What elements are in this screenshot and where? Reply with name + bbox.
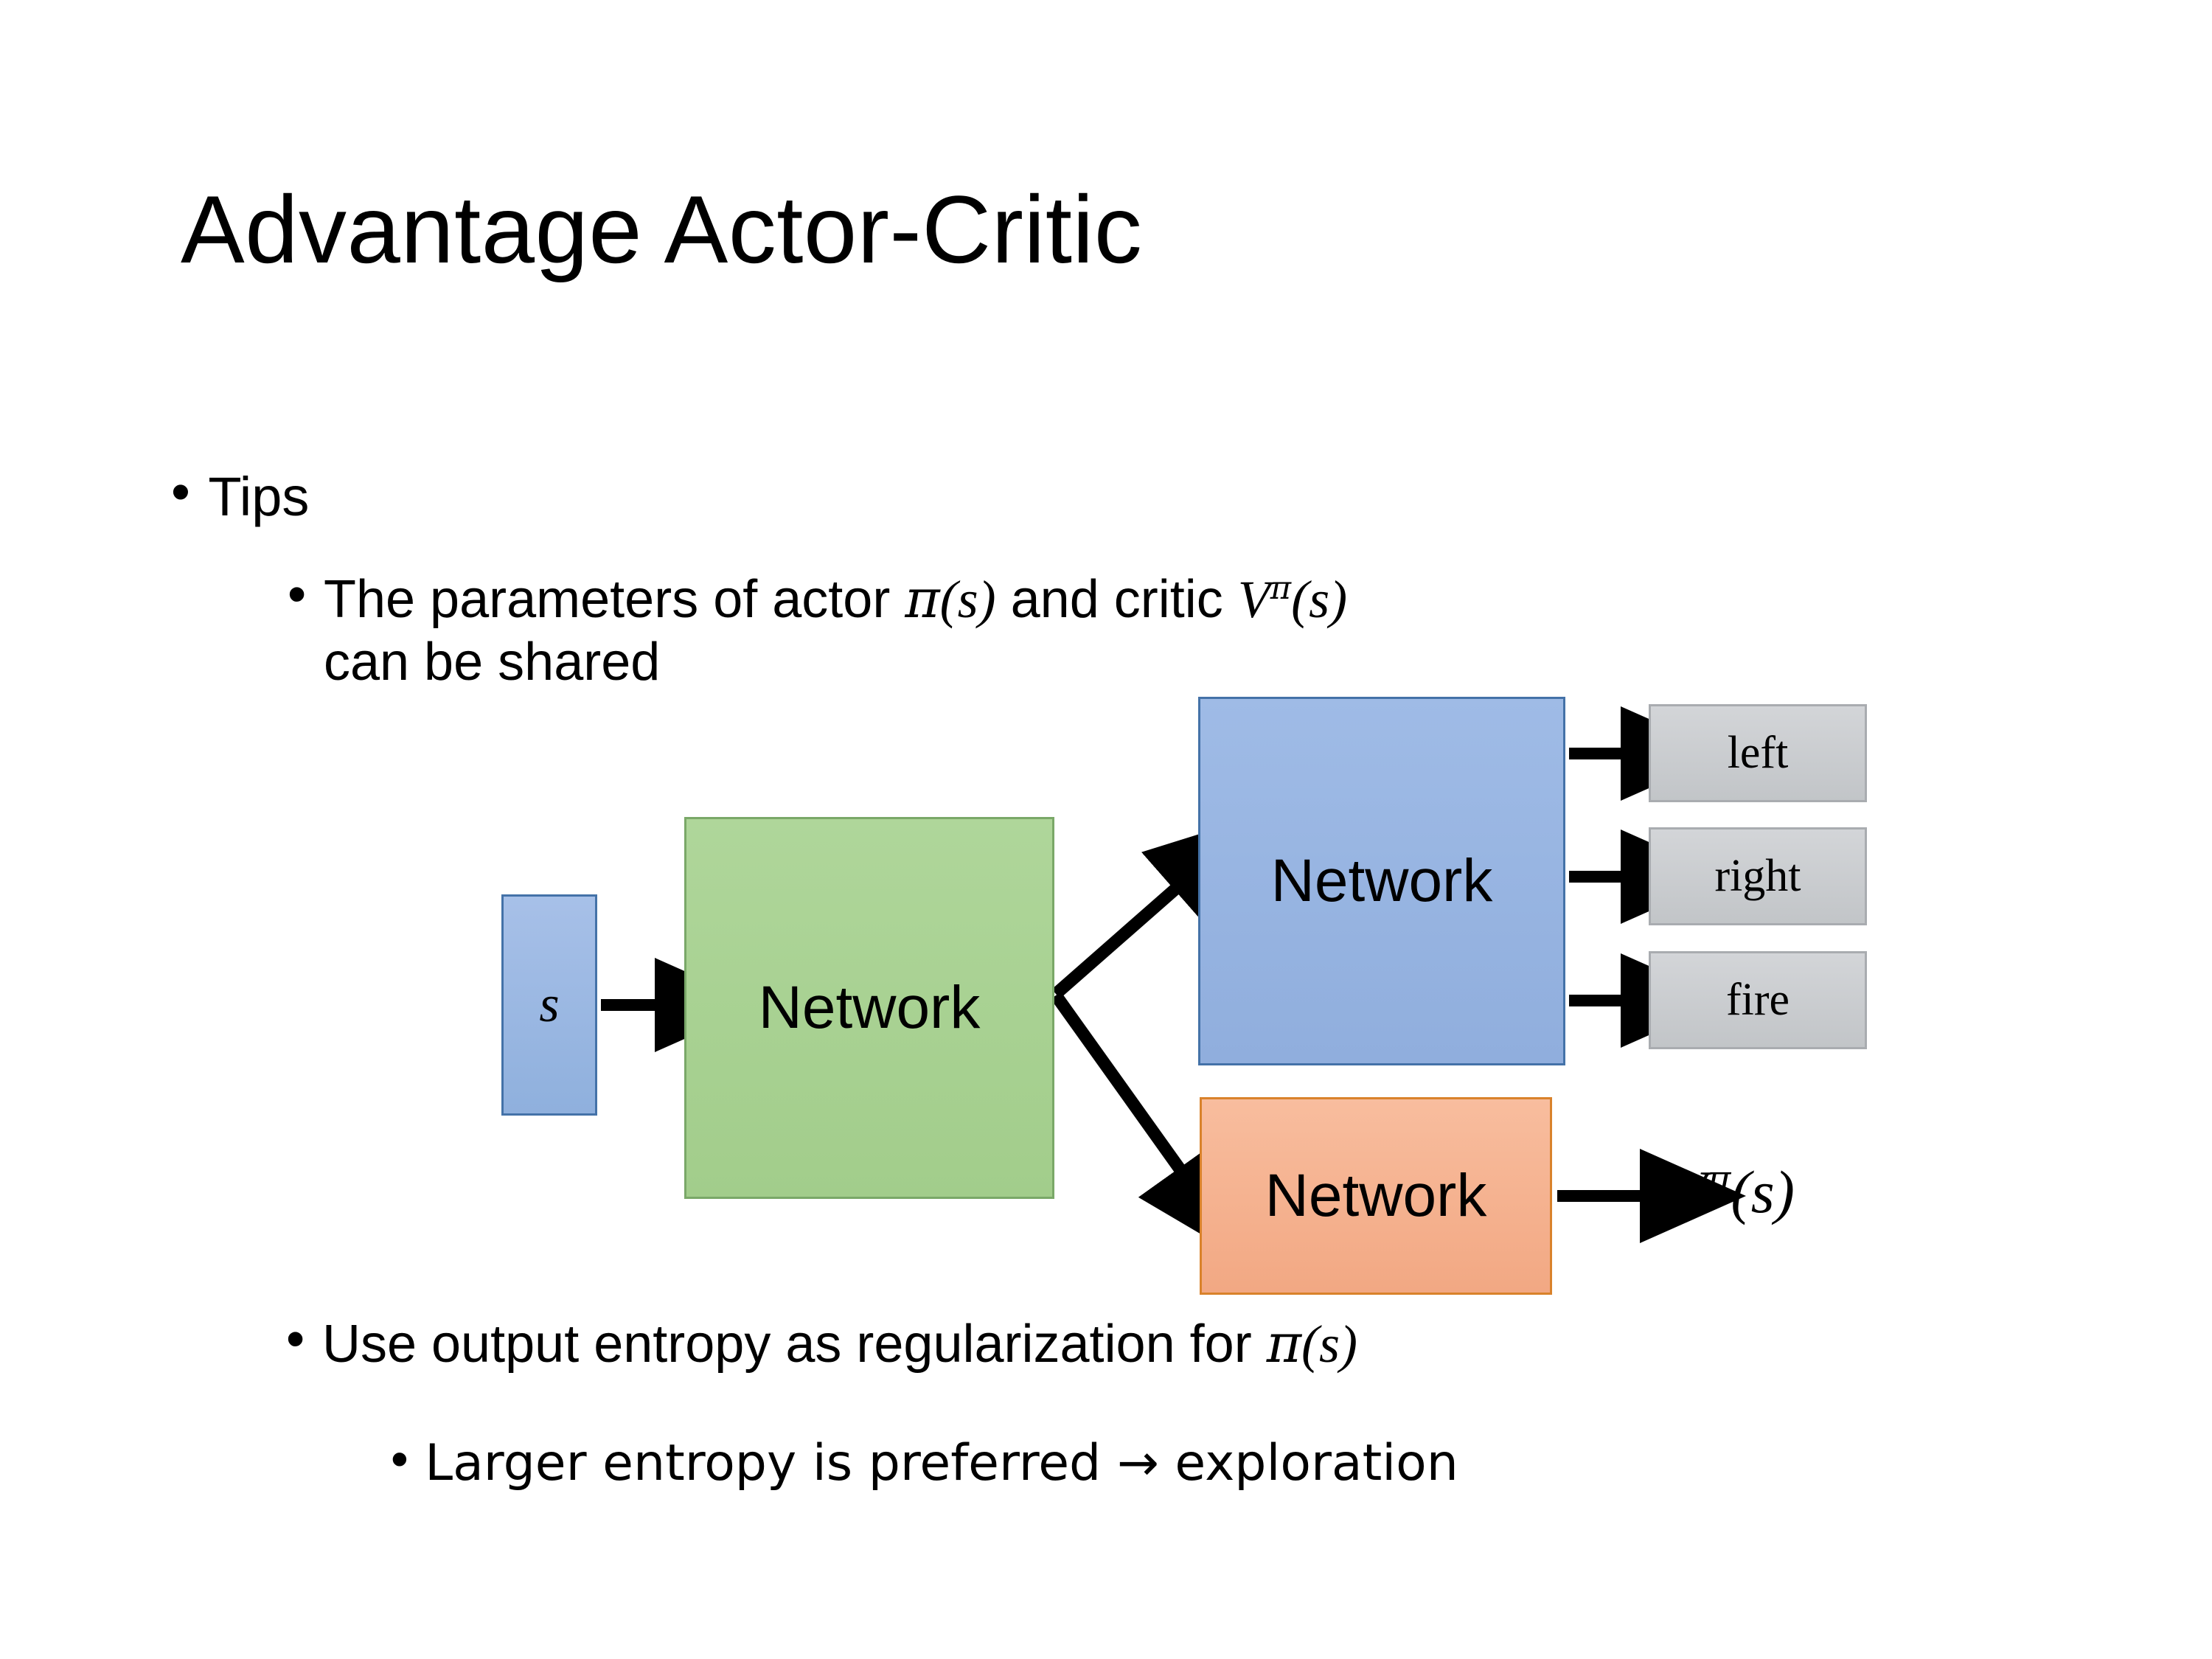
state-input-label: s <box>539 976 560 1033</box>
page-title: Advantage Actor-Critic <box>181 175 1143 283</box>
entropy-pi-symbol: π <box>1266 1312 1302 1374</box>
action-output-left[interactable]: left <box>1649 704 1867 802</box>
action-output-fire-label: fire <box>1725 975 1790 1025</box>
bullet-shared-parameters: • The parameters of actor π(s) and criti… <box>288 568 2072 694</box>
arrow-shared-to-actor <box>1051 815 1259 999</box>
shared-params-prefix: The parameters of actor <box>323 570 905 629</box>
bullet-glyph: • <box>391 1431 408 1487</box>
critic-network-box[interactable]: Network <box>1200 1097 1552 1295</box>
shared-params-line2: can be shared <box>323 632 661 692</box>
critic-argument: (s) <box>1291 570 1348 629</box>
bullet-entropy-text: Use output entropy as regularization for… <box>322 1312 1357 1376</box>
action-output-right[interactable]: right <box>1649 827 1867 925</box>
bullet-shared-parameters-text: The parameters of actor π(s) and critic … <box>324 568 1347 694</box>
action-output-left-label: left <box>1727 728 1789 778</box>
arrow-shared-to-critic <box>1051 992 1245 1260</box>
bullet-glyph: • <box>171 461 190 522</box>
bullet-entropy-regularization: • Use output entropy as regularization f… <box>286 1312 1357 1376</box>
actor-pi-symbol: π <box>905 568 940 630</box>
state-input-box[interactable]: s <box>501 894 597 1116</box>
critic-v-symbol: V <box>1237 570 1270 629</box>
value-pi-superscript: π <box>1707 1157 1731 1200</box>
value-output-label: Vπ(s) <box>1670 1158 1795 1227</box>
action-output-right-label: right <box>1714 851 1801 901</box>
critic-pi-superscript: π <box>1270 570 1292 607</box>
value-v-symbol: V <box>1670 1158 1708 1225</box>
shared-network-label: Network <box>758 974 981 1041</box>
shared-network-box[interactable]: Network <box>684 817 1054 1199</box>
entropy-prefix: Use output entropy as regularization for <box>321 1315 1267 1374</box>
action-output-fire[interactable]: fire <box>1649 951 1867 1049</box>
critic-network-label: Network <box>1265 1162 1487 1229</box>
actor-network-label: Network <box>1270 847 1493 914</box>
bullet-glyph: • <box>286 1310 305 1368</box>
bullet-larger-entropy-label: Larger entropy is preferred → exploratio… <box>425 1434 1458 1492</box>
shared-params-middle: and critic <box>995 570 1238 629</box>
actor-argument: (s) <box>939 570 996 629</box>
bullet-larger-entropy: • Larger entropy is preferred → explorat… <box>391 1434 1458 1493</box>
bullet-tips: • Tips <box>171 465 309 529</box>
bullet-tips-label: Tips <box>208 466 310 527</box>
bullet-glyph: • <box>288 565 307 624</box>
actor-network-box[interactable]: Network <box>1198 697 1565 1065</box>
entropy-argument: (s) <box>1301 1315 1357 1374</box>
value-argument: (s) <box>1731 1158 1795 1225</box>
